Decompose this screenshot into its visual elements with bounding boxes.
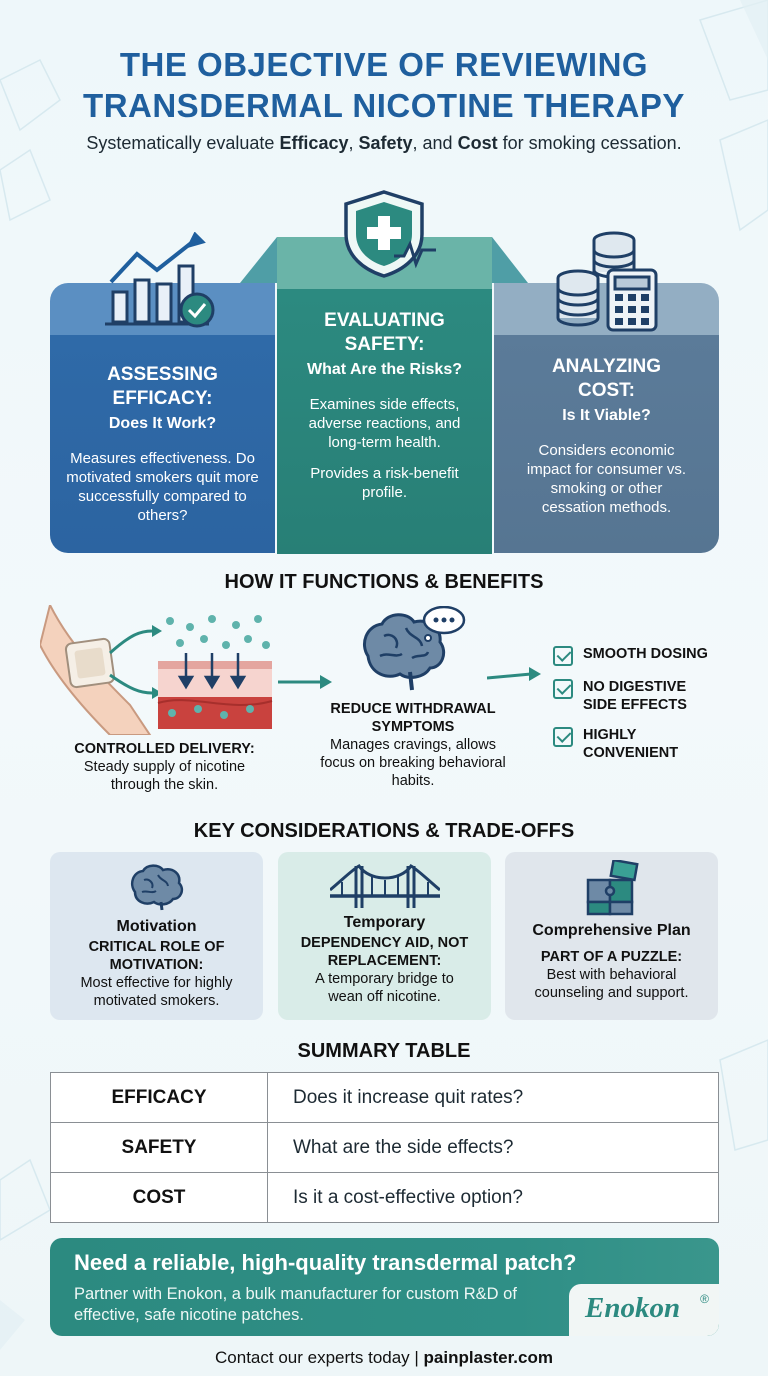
arrow-right-icon	[278, 675, 332, 689]
benefit-label: HIGHLY CONVENIENT	[583, 727, 679, 761]
safety-panel: EVALUATING SAFETY: What Are the Risks? E…	[277, 237, 492, 554]
reduce-withdrawal-label: REDUCE WITHDRAWAL SYMPTOMS Manages cravi…	[315, 700, 511, 790]
page-subtitle: Systematically evaluate Efficacy, Safety…	[0, 133, 768, 154]
controlled-delivery-text: Steady supply of nicotine through the sk…	[83, 759, 246, 793]
safety-text: Examines side effects, adverse reactions…	[308, 396, 461, 451]
coins-calculator-icon	[556, 231, 658, 332]
medical-shield-icon	[344, 190, 436, 278]
logo-text: Enokon	[585, 1292, 681, 1324]
consideration-title: Temporary	[343, 914, 426, 931]
subtitle-safety: Safety	[358, 133, 413, 153]
subtitle-efficacy: Efficacy	[279, 133, 349, 153]
benefits-checklist: SMOOTH DOSING NO DIGESTIVE SIDE EFFECTS …	[553, 645, 753, 774]
subtitle-cost: Cost	[457, 133, 498, 153]
consideration-text: Most effective for highly motivated smok…	[80, 975, 233, 1009]
table-cell-value: What are the side effects?	[267, 1122, 719, 1173]
subtitle-text: for smoking cessation.	[497, 133, 682, 153]
reduce-withdrawal-text: Manages cravings, allows focus on breaki…	[320, 737, 506, 789]
consideration-card-motivation: Motivation CRITICAL ROLE OF MOTIVATION: …	[50, 852, 263, 1020]
cost-title-1: ANALYZING	[551, 356, 662, 377]
safety-text-2: Provides a risk-benefit profile.	[310, 465, 459, 501]
efficacy-title-1: ASSESSING	[107, 364, 218, 385]
skin-patch-diffusion-icon	[40, 605, 273, 735]
subtitle-sep: ,	[348, 133, 359, 153]
panel-chevrons	[240, 237, 528, 283]
cta-body: Partner with Enokon, a bulk manufacturer…	[74, 1285, 517, 1324]
contact-text: Contact our experts today |	[215, 1348, 424, 1367]
benefit-item: NO DIGESTIVE SIDE EFFECTS	[553, 678, 713, 714]
table-cell-key: SAFETY	[50, 1122, 268, 1173]
puzzle-icon	[586, 860, 639, 916]
cost-title-2: COST:	[578, 380, 635, 401]
title-line-2: TRANSDERMAL NICOTINE THERAPY	[83, 87, 685, 124]
summary-heading: SUMMARY TABLE	[297, 1040, 471, 1062]
efficacy-title-2: EFFICACY:	[112, 388, 213, 409]
consideration-card-comprehensive: Comprehensive Plan PART OF A PUZZLE: Bes…	[505, 852, 718, 1020]
consideration-title: Comprehensive Plan	[532, 922, 691, 939]
title-line-1: THE OBJECTIVE OF REVIEWING	[119, 46, 649, 83]
bridge-icon	[329, 864, 440, 908]
brain-thought-icon	[363, 606, 466, 691]
efficacy-panel: ASSESSING EFFICACY: Does It Work? Measur…	[50, 283, 275, 553]
controlled-delivery-label: CONTROLLED DELIVERY: Steady supply of ni…	[62, 740, 267, 794]
table-row: EFFICACY Does it increase quit rates?	[50, 1072, 719, 1123]
consideration-subtitle: DEPENDENCY AID, NOT REPLACEMENT:	[300, 935, 469, 969]
contact-footer: Contact our experts today | painplaster.…	[0, 1348, 768, 1368]
cost-text: Considers economic impact for consumer v…	[526, 442, 687, 516]
checkbox-icon	[553, 727, 573, 747]
consideration-text: A temporary bridge to wean off nicotine.	[315, 971, 454, 1005]
consideration-text: Best with behavioral counseling and supp…	[534, 967, 689, 1001]
table-row: COST Is it a cost-effective option?	[50, 1172, 719, 1223]
consideration-subtitle: CRITICAL ROLE OF MOTIVATION:	[88, 939, 225, 973]
safety-question: What Are the Risks?	[307, 361, 462, 378]
table-cell-value: Does it increase quit rates?	[267, 1072, 719, 1123]
checkbox-icon	[553, 679, 573, 699]
controlled-delivery-title: CONTROLLED DELIVERY:	[74, 741, 255, 757]
table-row: SAFETY What are the side effects?	[50, 1122, 719, 1173]
summary-table: EFFICACY Does it increase quit rates? SA…	[50, 1072, 719, 1223]
page-title: THE OBJECTIVE OF REVIEWING TRANSDERMAL N…	[0, 44, 768, 126]
benefit-label: SMOOTH DOSING	[583, 646, 708, 662]
brain-icon	[130, 864, 183, 911]
consideration-title: Motivation	[116, 918, 197, 935]
cost-panel: ANALYZING COST: Is It Viable? Considers …	[494, 283, 719, 553]
efficacy-question: Does It Work?	[108, 415, 217, 432]
consideration-card-temporary: Temporary DEPENDENCY AID, NOT REPLACEMEN…	[278, 852, 491, 1020]
table-cell-value: Is it a cost-effective option?	[267, 1172, 719, 1223]
cost-question: Is It Viable?	[562, 407, 651, 424]
checkbox-icon	[553, 646, 573, 666]
arrow-right-icon	[487, 667, 541, 681]
benefit-item: HIGHLY CONVENIENT	[553, 726, 703, 762]
cta-headline: Need a reliable, high-quality transderma…	[74, 1250, 577, 1275]
consideration-subtitle: PART OF A PUZZLE:	[540, 949, 683, 965]
table-cell-key: EFFICACY	[50, 1072, 268, 1123]
website-link[interactable]: painplaster.com	[423, 1348, 553, 1367]
table-cell-key: COST	[50, 1172, 268, 1223]
reduce-withdrawal-title: REDUCE WITHDRAWAL SYMPTOMS	[330, 701, 496, 735]
subtitle-sep: , and	[412, 133, 458, 153]
safety-title-1: EVALUATING	[324, 310, 445, 331]
bar-chart-growth-icon	[105, 232, 215, 328]
functions-heading: HOW IT FUNCTIONS & BENEFITS	[224, 571, 544, 593]
considerations-heading: KEY CONSIDERATIONS & TRADE-OFFS	[193, 820, 575, 842]
safety-title-2: SAFETY:	[344, 334, 425, 355]
cta-banner[interactable]: Need a reliable, high-quality transderma…	[50, 1238, 719, 1336]
registered-mark: ®	[700, 1292, 709, 1306]
efficacy-text: Measures effectiveness. Do motivated smo…	[66, 450, 259, 524]
benefit-item: SMOOTH DOSING	[553, 645, 753, 666]
subtitle-text: Systematically evaluate	[86, 133, 280, 153]
enokon-logo: Enokon ®	[569, 1284, 719, 1336]
benefit-label: NO DIGESTIVE SIDE EFFECTS	[583, 679, 687, 713]
